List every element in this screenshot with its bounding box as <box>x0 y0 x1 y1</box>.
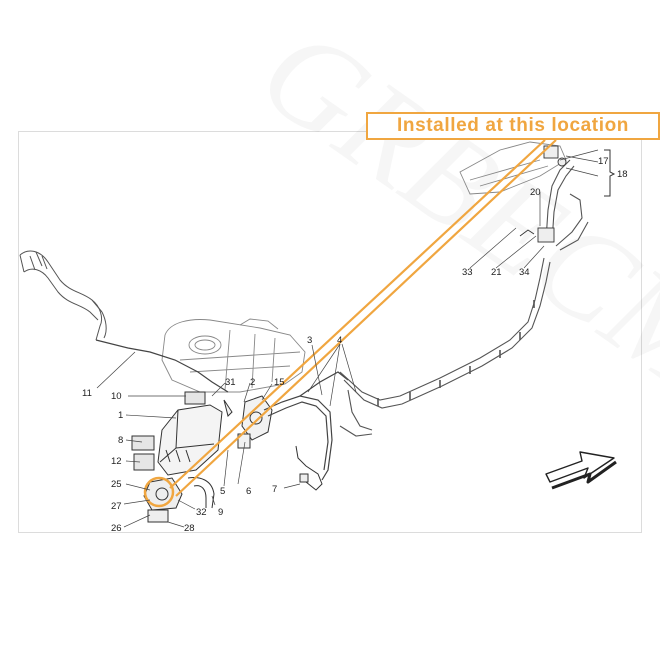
direction-arrow-icon <box>545 450 617 490</box>
diagram-frame <box>18 131 642 533</box>
label-4: 4 <box>337 335 342 346</box>
label-27: 27 <box>111 501 122 512</box>
bracket-18 <box>604 149 616 197</box>
highlight-circle-icon <box>143 476 175 508</box>
label-20: 21 <box>491 267 502 278</box>
filler-neck <box>19 250 107 341</box>
label-2: 2 <box>250 377 255 388</box>
label-17: 17 <box>598 156 609 167</box>
label-21: 20 <box>530 187 541 198</box>
label-12: 12 <box>111 456 122 467</box>
valve-bracket <box>223 395 273 449</box>
label-33: 33 <box>462 267 473 278</box>
label-32: 32 <box>196 507 207 518</box>
label-1: 1 <box>118 410 123 421</box>
label-34: 34 <box>519 267 530 278</box>
vent-line <box>95 339 229 393</box>
label-26: 26 <box>111 523 122 534</box>
leader-lines <box>96 149 599 528</box>
callout-pointer <box>169 139 557 497</box>
label-15: 15 <box>274 377 285 388</box>
label-31: 31 <box>225 377 236 388</box>
label-3: 3 <box>307 335 312 346</box>
label-10: 10 <box>111 391 122 402</box>
fuel-tank <box>161 318 306 393</box>
label-25: 25 <box>111 479 122 490</box>
label-7: 7 <box>272 484 277 495</box>
sensor-7 <box>295 445 323 491</box>
label-9: 9 <box>218 507 223 518</box>
long-fuel-lines <box>339 159 589 437</box>
label-18: 18 <box>617 169 628 180</box>
label-5: 5 <box>220 486 225 497</box>
installed-location-callout: Installed at this location <box>366 112 660 140</box>
watermark: GRBECM <box>236 0 660 422</box>
hose-9 <box>187 477 215 509</box>
label-28: 28 <box>184 523 195 534</box>
label-8: 8 <box>118 435 123 446</box>
label-11: 11 <box>82 388 92 399</box>
label-6: 6 <box>246 486 251 497</box>
carbon-canister <box>131 391 223 476</box>
part-labels: 11 10 1 8 12 25 27 26 28 32 9 5 6 31 2 1… <box>82 156 628 534</box>
